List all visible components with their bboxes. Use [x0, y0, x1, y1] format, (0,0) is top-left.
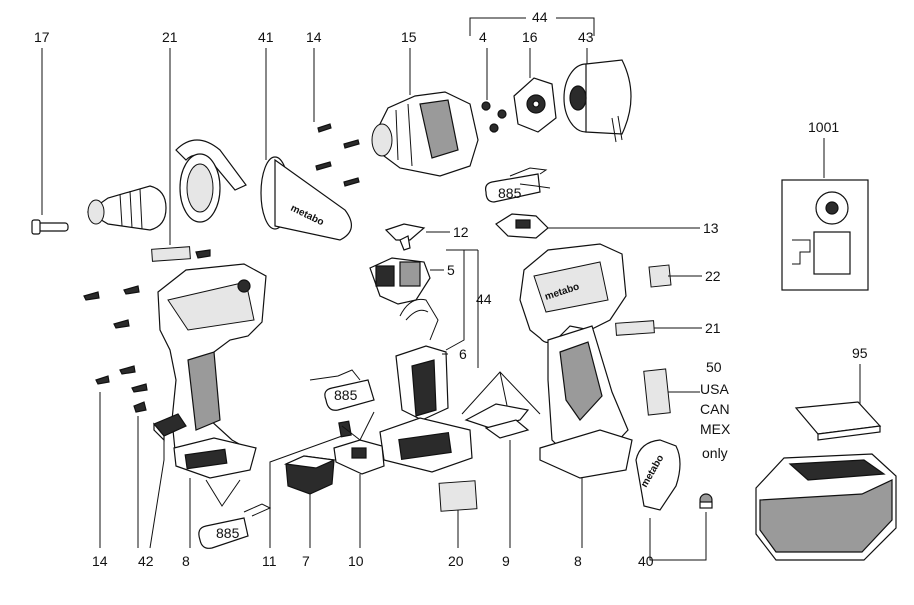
housing-half-right: metabo — [519, 243, 633, 479]
callout-8-right: 8 — [574, 553, 582, 569]
latch-10 — [333, 439, 385, 475]
electronics-6 — [395, 298, 449, 421]
callout-14-top: 14 — [306, 29, 322, 45]
module-7 — [283, 455, 337, 495]
wiring-card-1001 — [781, 179, 869, 291]
callout-12: 12 — [453, 224, 469, 240]
callout-16: 16 — [522, 29, 538, 45]
callout-10: 10 — [348, 553, 364, 569]
callout-7: 7 — [302, 553, 310, 569]
grease-tube-bottom: 885 — [198, 503, 272, 549]
grease-label-mid: 885 — [334, 387, 358, 403]
label-21-right — [615, 320, 655, 336]
callout-42: 42 — [138, 553, 154, 569]
callout-20: 20 — [448, 553, 464, 569]
callout-15: 15 — [401, 29, 417, 45]
base-8-left — [173, 437, 257, 479]
callout-14-bottom: 14 — [92, 553, 108, 569]
callout-95: 95 — [852, 345, 868, 361]
label-50 — [643, 368, 671, 416]
battery-pack — [755, 453, 897, 561]
motor-43 — [563, 59, 632, 143]
callout-1001: 1001 — [808, 119, 839, 135]
region-note-mex: MEX — [700, 421, 731, 437]
callout-11: 11 — [262, 553, 277, 569]
callout-43: 43 — [578, 29, 594, 45]
callout-13: 13 — [703, 220, 719, 236]
contact-plate-9 — [464, 403, 530, 439]
region-note-usa: USA — [700, 381, 729, 397]
base-frame — [379, 417, 473, 473]
callout-5: 5 — [447, 262, 455, 278]
side-handle-41: metabo — [175, 139, 352, 241]
callout-41: 41 — [258, 29, 274, 45]
bearing-plate-16 — [513, 77, 557, 133]
spring-11 — [338, 420, 352, 438]
grease-tube-top: 885 — [485, 167, 551, 203]
grease-tube-mid: 885 — [309, 369, 375, 411]
callout-40: 40 — [638, 553, 654, 569]
part-13 — [495, 213, 549, 239]
label-21-top — [151, 246, 191, 262]
trigger-switch-5 — [369, 257, 431, 305]
grease-label-top: 885 — [498, 185, 522, 201]
housing-half-left — [157, 263, 267, 477]
label-22 — [648, 264, 672, 288]
screw-17 — [31, 219, 69, 235]
callout-21-top: 21 — [162, 29, 178, 45]
callout-44-top: 44 — [532, 9, 548, 25]
callout-22: 22 — [705, 268, 721, 284]
grease-label-bottom: 885 — [216, 525, 240, 541]
screws-14-top — [315, 123, 360, 187]
callout-6: 6 — [459, 346, 467, 362]
region-note-only: only — [702, 445, 728, 461]
callout-4: 4 — [479, 29, 487, 45]
callout-9: 9 — [502, 553, 510, 569]
gearbox-15 — [371, 91, 479, 177]
callout-50: 50 — [706, 359, 722, 375]
label-20 — [438, 480, 478, 512]
keyless-chuck — [86, 185, 167, 231]
region-note-can: CAN — [700, 401, 730, 417]
belt-clip-40: metabo — [635, 439, 713, 511]
part-12 — [384, 223, 426, 251]
screws-14-left — [83, 249, 211, 413]
callout-44-mid: 44 — [476, 291, 492, 307]
screws-4 — [481, 101, 507, 133]
callout-8-left: 8 — [182, 553, 190, 569]
callout-17: 17 — [34, 29, 50, 45]
callout-21-right: 21 — [705, 320, 721, 336]
battery-cover-95 — [794, 401, 882, 441]
